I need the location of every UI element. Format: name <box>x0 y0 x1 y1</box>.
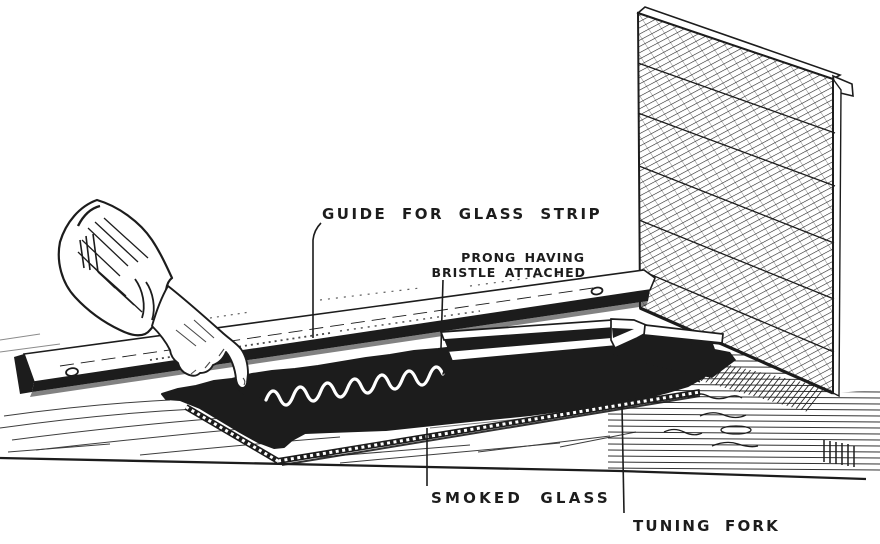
fork-handle <box>643 324 724 344</box>
fork-cast-shadow <box>630 342 828 412</box>
leader-prong <box>440 279 444 349</box>
upright-board <box>636 6 854 398</box>
wave-trace <box>264 365 445 407</box>
fork-yoke <box>610 318 650 350</box>
sleeve-hatching <box>76 204 149 313</box>
smoked-glass-strip <box>161 327 717 466</box>
wood-grain-back <box>209 273 561 319</box>
label-guide: GUIDE FOR GLASS STRIP <box>322 205 602 223</box>
fork-yoke-slot <box>612 328 634 338</box>
fork-bristle <box>442 356 450 375</box>
leader-tuning-fork <box>620 351 625 514</box>
hand-and-sleeve <box>57 198 262 398</box>
fork-slot <box>444 327 614 352</box>
board-right-edge <box>832 76 842 398</box>
fingertip-shadow <box>238 390 262 398</box>
glass-front-edge <box>277 389 701 464</box>
glass-left-edge <box>184 404 280 464</box>
label-prong-line1: PRONG HAVING <box>461 250 585 265</box>
guide-hole-left <box>65 367 79 377</box>
label-smoked-glass: SMOKED GLASS <box>431 489 611 507</box>
label-tuning-fork: TUNING FORK <box>633 517 780 535</box>
board-base-line <box>639 306 834 395</box>
tuning-fork <box>439 318 828 412</box>
leader-guide <box>312 222 322 338</box>
annotations: GUIDE FOR GLASS STRIP PRONG HAVING BRIST… <box>312 205 780 535</box>
fork-handle-shading <box>645 335 721 345</box>
guide-left-end <box>14 354 34 394</box>
guide-hole-right <box>590 286 604 296</box>
glass-shadow-line <box>281 395 701 466</box>
board-plank-lines <box>637 62 836 353</box>
cuff-folds <box>134 278 155 321</box>
label-prong-line2: BRISTLE ATTACHED <box>432 265 587 280</box>
table-front-edge <box>0 456 867 481</box>
hand-shading <box>167 285 246 386</box>
